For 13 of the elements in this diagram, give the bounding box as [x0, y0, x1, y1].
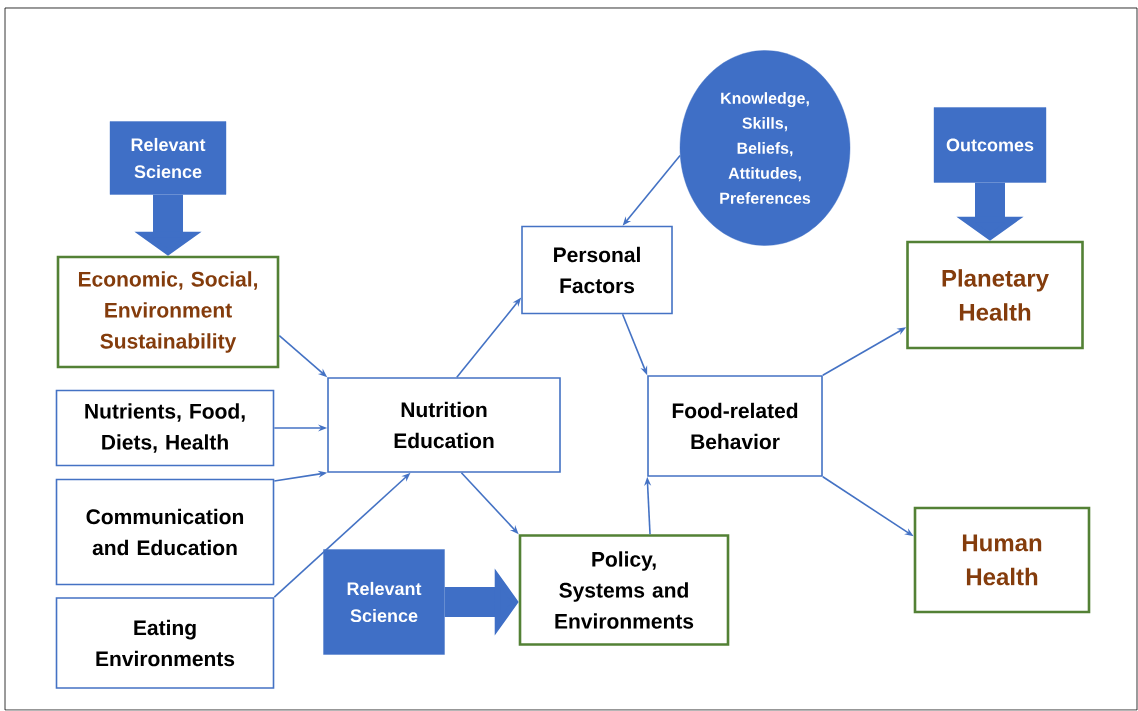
process-box: Nutrients, Food, Diets, Health	[55, 389, 275, 467]
process-box: Economic, Social, Environment Sustainability	[56, 255, 280, 369]
process-box: Eating Environments	[55, 597, 275, 689]
outcome-box: Planetary Health	[906, 240, 1084, 350]
process-box: Communication and Education	[55, 478, 275, 586]
callout-box: Outcomes	[933, 107, 1047, 183]
process-box: Policy, Systems and Environments	[518, 534, 730, 646]
process-box: Food-related Behavior	[647, 375, 823, 477]
outcome-box: Human Health	[913, 506, 1091, 614]
process-box: Nutrition Education	[327, 377, 561, 473]
callout-box: Relevant Science	[109, 121, 227, 195]
callout-box: Relevant Science	[323, 549, 445, 655]
process-box: Personal Factors	[521, 225, 673, 315]
